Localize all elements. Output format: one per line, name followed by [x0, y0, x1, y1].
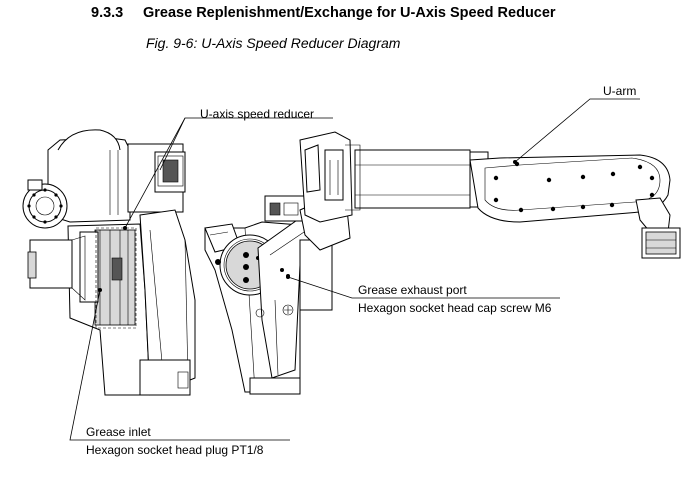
section-title: Grease Replenishment/Exchange for U-Axis… — [143, 5, 556, 21]
callout-grease-inlet-detail: Hexagon socket head plug PT1/8 — [86, 443, 264, 457]
figure-caption: Fig. 9-6: U-Axis Speed Reducer Diagram — [146, 35, 401, 51]
u-arm-body — [469, 154, 681, 259]
callout-grease-exhaust-port: Grease exhaust port — [358, 283, 467, 297]
robot-rear-view — [22, 129, 196, 396]
leader-lines — [69, 98, 640, 441]
callout-grease-inlet: Grease inlet — [86, 425, 151, 439]
callout-u-axis-speed-reducer: U-axis speed reducer — [200, 107, 315, 121]
section-number: 9.3.3 — [91, 5, 124, 21]
robot-side-view — [204, 131, 489, 395]
section-heading: 9.3.3 Grease Replenishment/Exchange for U… — [91, 5, 556, 21]
callout-u-arm: U-arm — [603, 84, 637, 98]
callout-grease-exhaust-port-detail: Hexagon socket head cap screw M6 — [358, 301, 552, 315]
